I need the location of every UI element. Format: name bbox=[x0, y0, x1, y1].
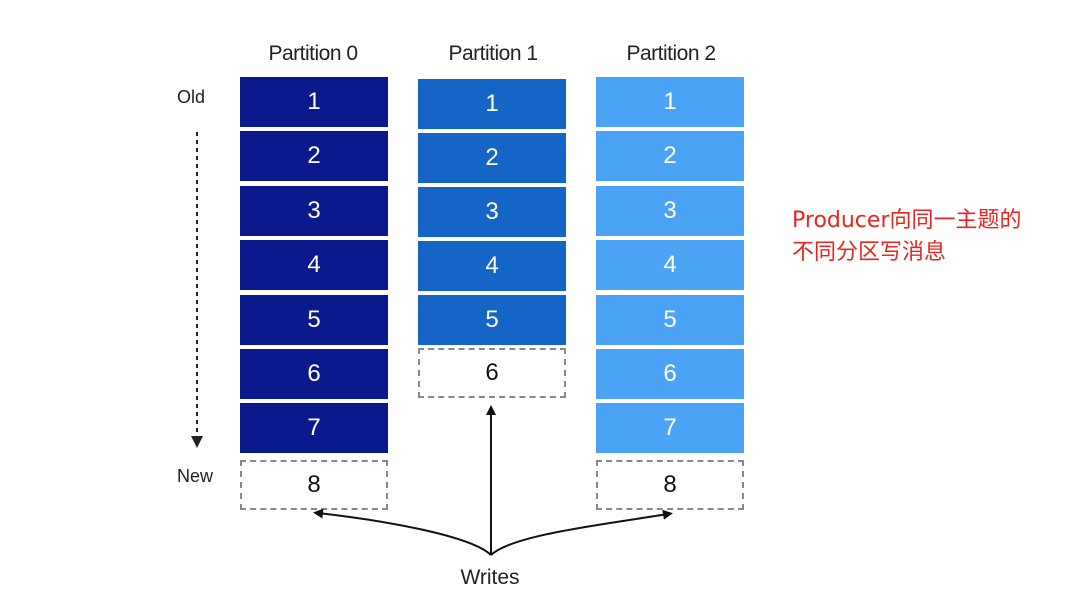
partition-1-title: Partition 1 bbox=[448, 42, 538, 65]
partition-1-message: 2 bbox=[418, 133, 566, 183]
partition-0-message: 3 bbox=[240, 186, 388, 236]
new-label: New bbox=[177, 466, 214, 486]
producer-annotation: Producer向同一主题的 不同分区写消息 bbox=[792, 205, 1022, 269]
partition-1-message: 1 bbox=[418, 79, 566, 129]
partition-2-message: 6 bbox=[596, 349, 744, 399]
partition-1-next-slot: 6 bbox=[418, 348, 566, 398]
partition-2-message: 2 bbox=[596, 131, 744, 181]
partition-2-title: Partition 2 bbox=[626, 42, 716, 65]
partition-0-title: Partition 0 bbox=[268, 42, 358, 65]
partition-0-message: 6 bbox=[240, 349, 388, 399]
writes-label: Writes bbox=[460, 566, 520, 589]
partition-2-message: 5 bbox=[596, 295, 744, 345]
partition-2-message: 1 bbox=[596, 77, 744, 127]
annotation-line-2: 不同分区写消息 bbox=[792, 240, 947, 265]
partition-0-message: 4 bbox=[240, 240, 388, 290]
write-arrow-partition-2 bbox=[490, 509, 673, 556]
partition-1-message: 5 bbox=[418, 295, 566, 345]
partition-0-message: 1 bbox=[240, 77, 388, 127]
partition-2-next-slot: 8 bbox=[596, 460, 744, 510]
partition-1-message: 4 bbox=[418, 241, 566, 291]
partition-0-message: 7 bbox=[240, 403, 388, 453]
partition-1-message: 3 bbox=[418, 187, 566, 237]
partition-0-next-slot: 8 bbox=[240, 460, 388, 510]
partition-2-message: 7 bbox=[596, 403, 744, 453]
old-label: Old bbox=[177, 87, 206, 107]
partition-0-message: 5 bbox=[240, 295, 388, 345]
annotation-line-1: Producer向同一主题的 bbox=[792, 208, 1022, 233]
partition-2-message: 4 bbox=[596, 240, 744, 290]
partition-2-message: 3 bbox=[596, 186, 744, 236]
write-arrow-partition-0 bbox=[313, 508, 492, 556]
time-direction-arrowhead bbox=[191, 436, 203, 448]
partition-0-message: 2 bbox=[240, 131, 388, 181]
